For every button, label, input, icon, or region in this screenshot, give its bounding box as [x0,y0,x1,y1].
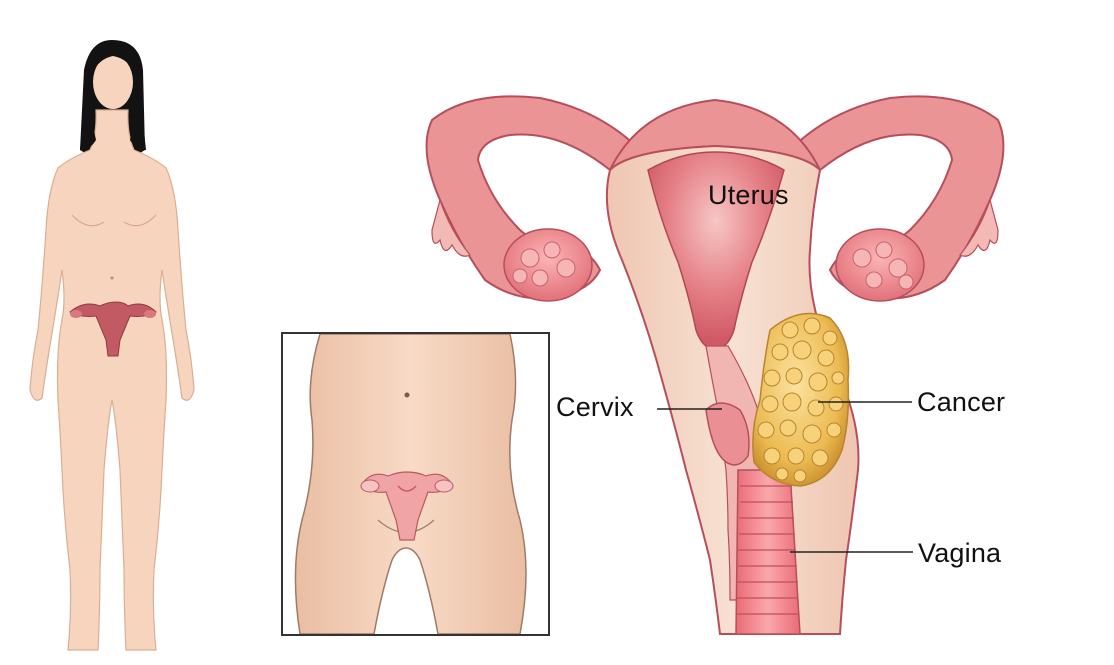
cancer-label: Cancer [917,387,1005,418]
uterus-label: Uterus [708,180,789,211]
body-silhouette [30,110,194,650]
ovary-left [504,229,592,301]
cervix-label: Cervix [556,392,634,423]
female-figure [30,40,194,650]
inset-panel [282,333,549,635]
ovary-right [836,229,924,301]
vagina-label: Vagina [918,538,1001,569]
